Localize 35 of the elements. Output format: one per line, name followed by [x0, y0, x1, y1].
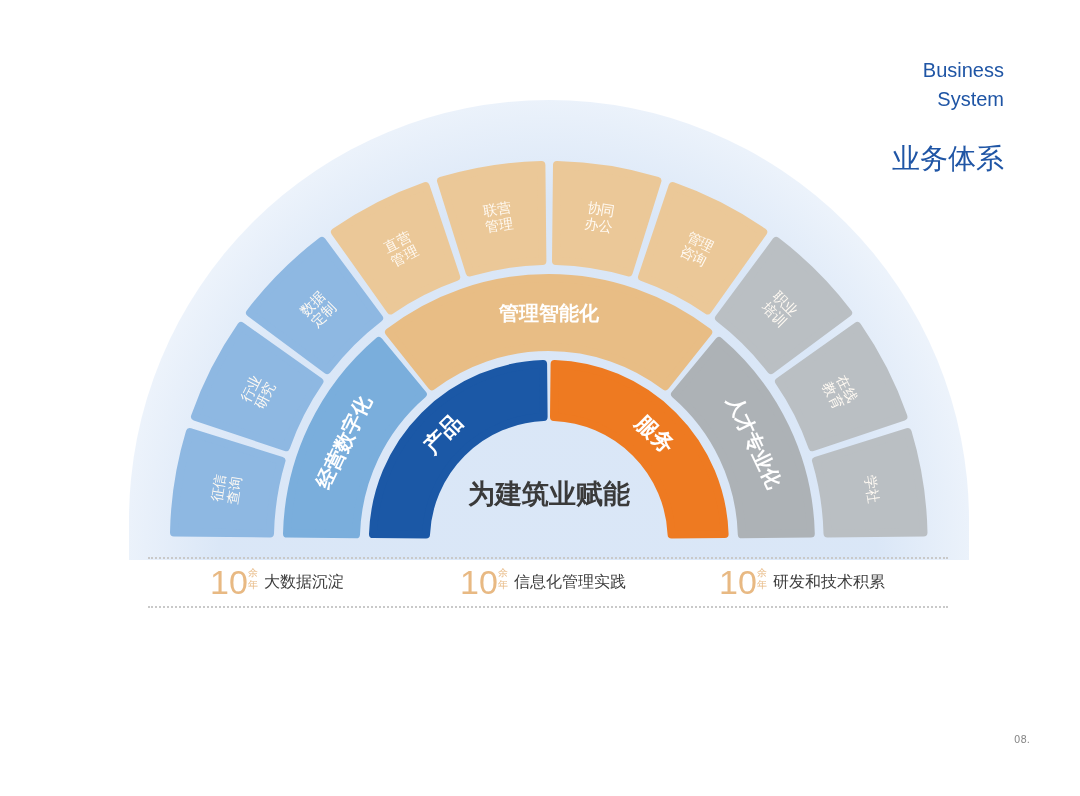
page-number: 08.: [1014, 734, 1030, 745]
stat-text: 研发和技术积累: [773, 572, 885, 593]
ring-segment: [551, 161, 662, 277]
stat-unit: 余年: [248, 567, 258, 590]
center-heading: 为建筑业赋能: [467, 477, 631, 511]
segment-label: 管理智能化: [499, 301, 599, 324]
segment-label: 经营数字化: [311, 391, 376, 493]
segment-label: 职业培训: [758, 287, 802, 331]
segment-label: 数据定制: [296, 287, 340, 331]
segment-label: 学社: [861, 473, 883, 505]
ring-segment: [812, 427, 928, 538]
segment-label: 协同办公: [583, 198, 617, 236]
segment-label: 在线教育: [819, 371, 862, 412]
ring-segment: [170, 427, 286, 538]
segment-label: 行业研究: [236, 371, 279, 412]
segment-label: 产品: [418, 409, 468, 459]
stat-number: 10: [719, 562, 757, 602]
stat-number: 10: [210, 562, 248, 602]
page-title: Business System: [921, 58, 1004, 112]
stat-unit: 余年: [757, 567, 767, 590]
segment-label: 服务: [630, 409, 680, 459]
segment-label: 联营管理: [481, 198, 515, 236]
segment-label: 人才专业化: [722, 391, 787, 493]
ring-segment: [246, 237, 384, 375]
segment-label: 管理咨询: [677, 227, 718, 270]
stat-number: 10: [460, 562, 498, 602]
page-subtitle: 业务体系: [892, 141, 1004, 177]
stat-text: 大数据沉淀: [264, 572, 344, 593]
ring-segment: [714, 237, 852, 375]
stat-unit: 余年: [498, 567, 508, 590]
segment-label: 征信查询: [207, 472, 245, 506]
ring-segment: [436, 161, 547, 277]
ring-segment: [385, 274, 713, 391]
stat-text: 信息化管理实践: [514, 572, 626, 593]
segment-label: 直营管理: [380, 227, 421, 270]
